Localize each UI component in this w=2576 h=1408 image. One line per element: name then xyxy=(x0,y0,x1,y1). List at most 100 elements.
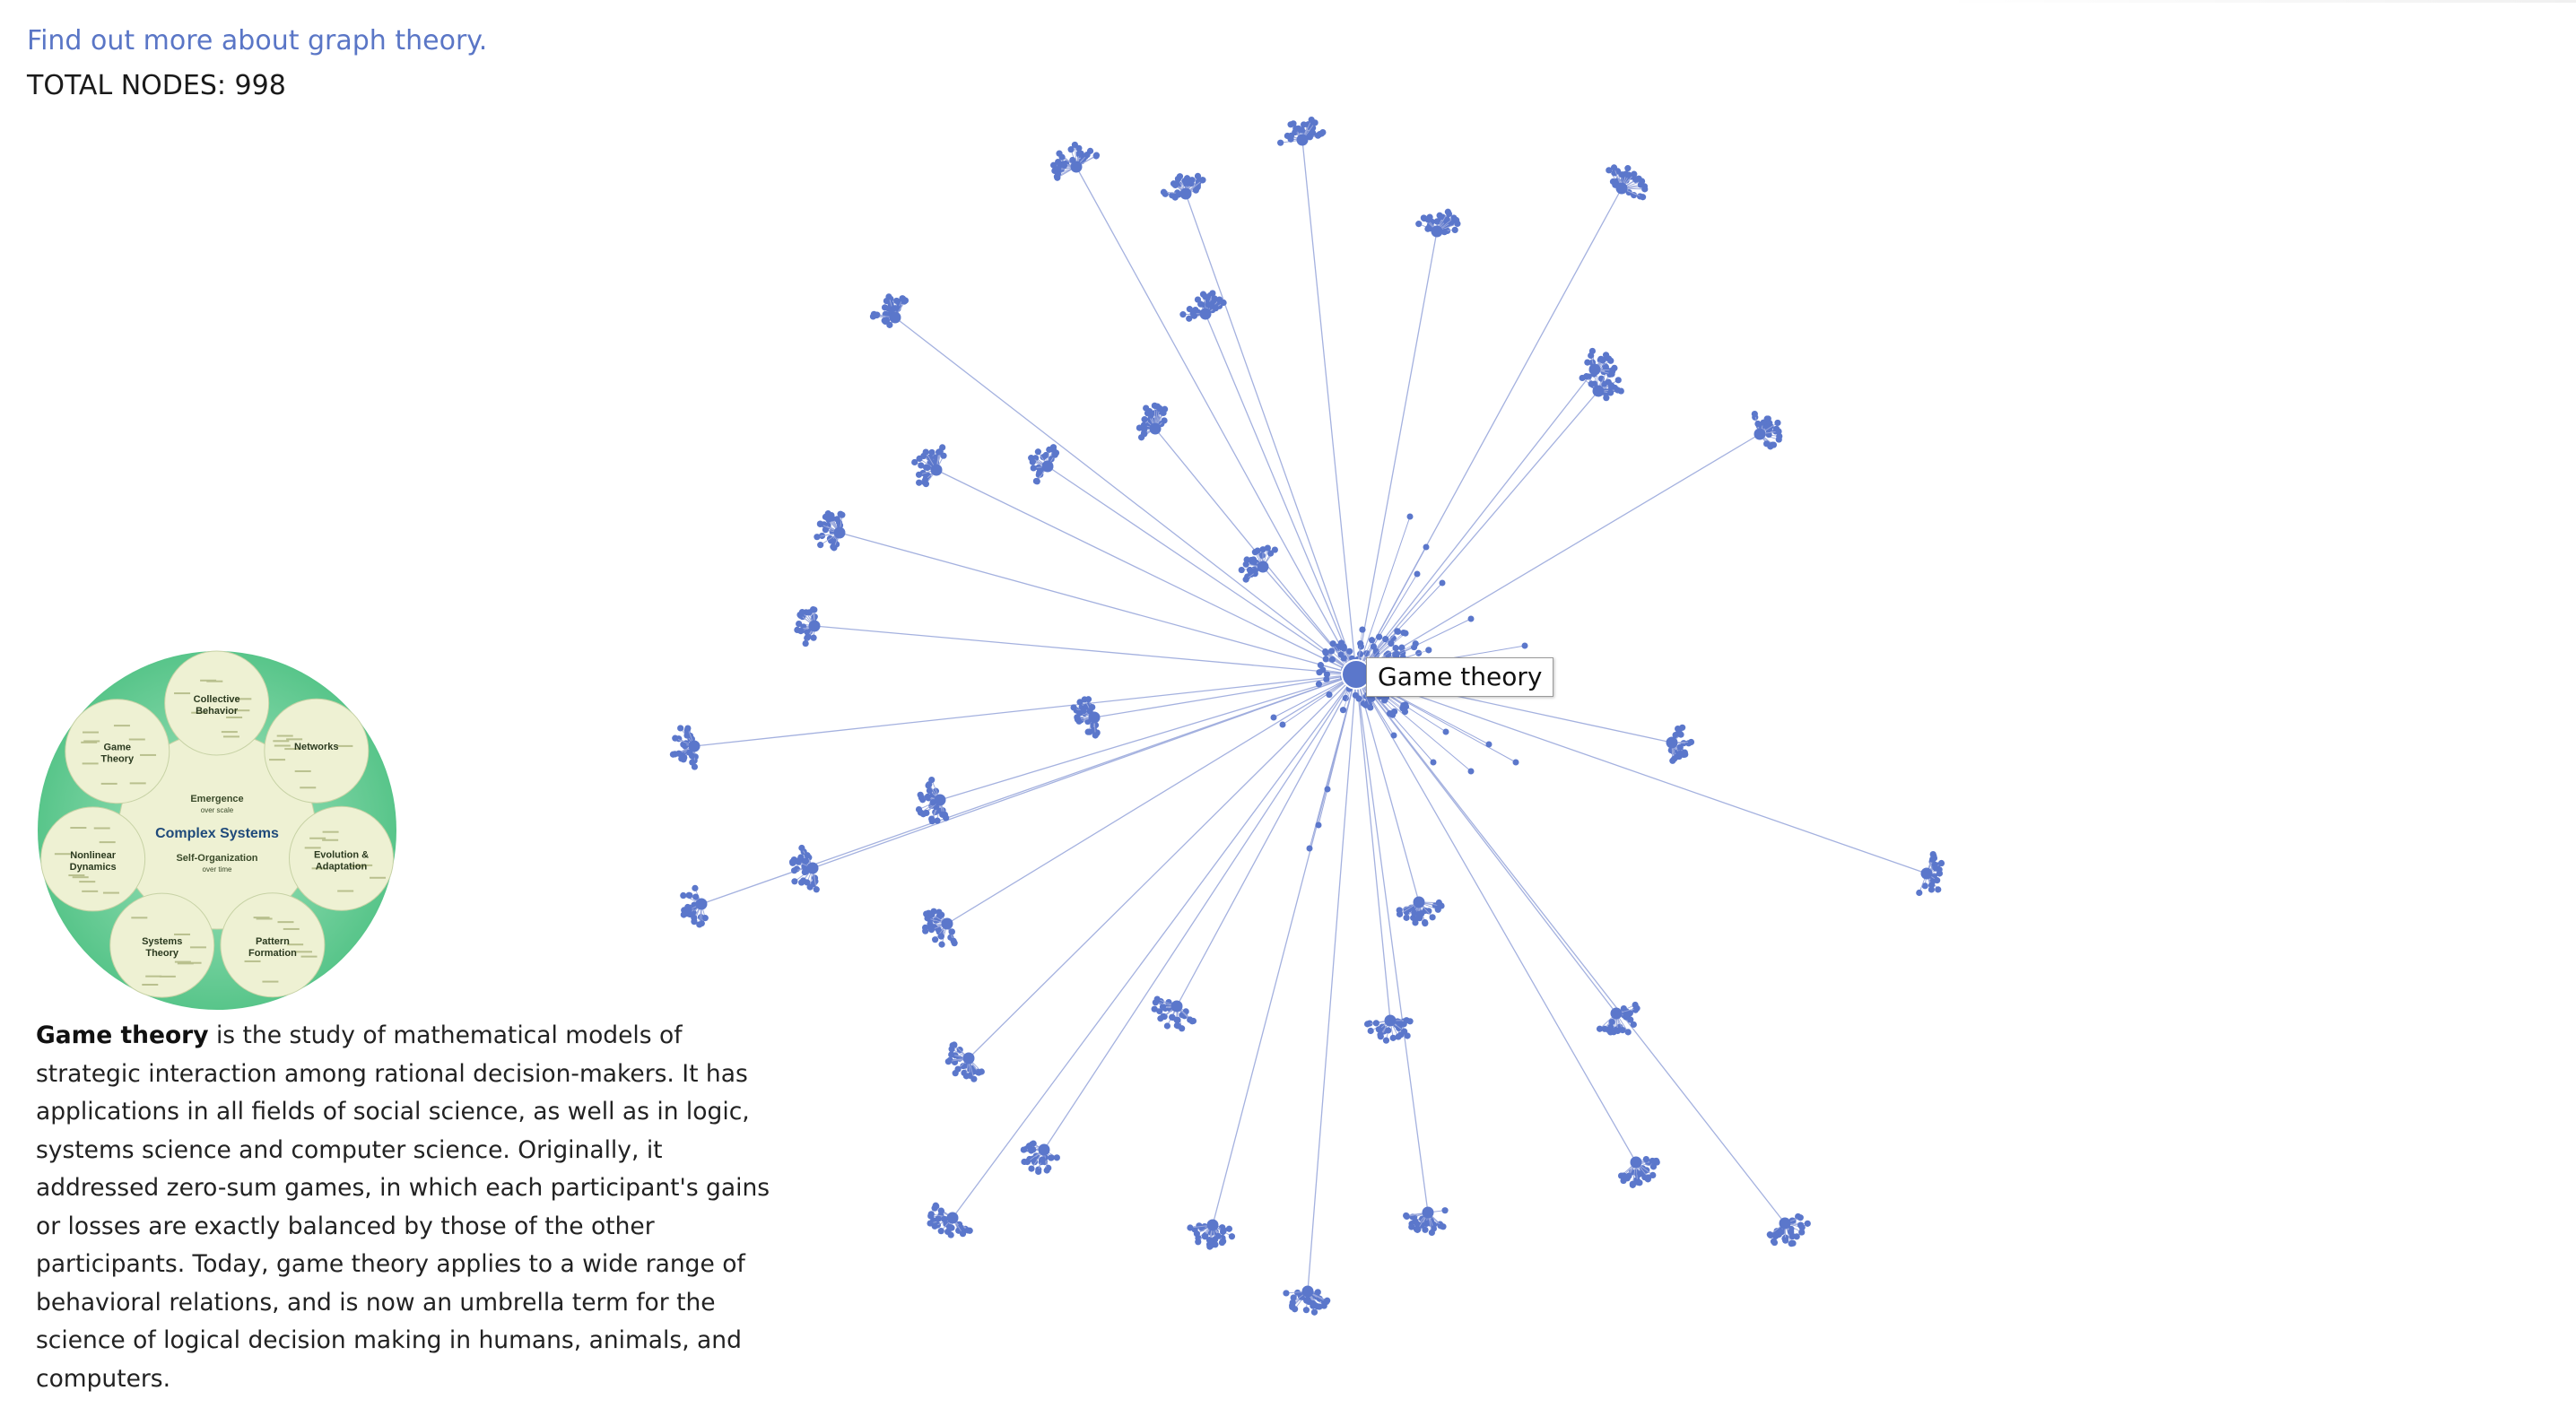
graph-node[interactable] xyxy=(1205,301,1212,309)
graph-node[interactable] xyxy=(1763,423,1771,430)
graph-node[interactable] xyxy=(1186,306,1193,313)
graph-node[interactable] xyxy=(1051,451,1058,458)
graph-node[interactable] xyxy=(669,751,677,758)
graph-node-cluster[interactable] xyxy=(1283,1285,1331,1316)
graph-node[interactable] xyxy=(1046,446,1053,453)
graph-node[interactable] xyxy=(1413,896,1425,908)
graph-node[interactable] xyxy=(1375,1026,1382,1033)
graph-node[interactable] xyxy=(1376,633,1383,640)
graph-node[interactable] xyxy=(1588,352,1595,360)
graph-node[interactable] xyxy=(1270,714,1277,721)
graph-node[interactable] xyxy=(1676,743,1684,751)
graph-node[interactable] xyxy=(1370,643,1378,650)
graph-node[interactable] xyxy=(1677,731,1684,738)
graph-node[interactable] xyxy=(1218,1239,1226,1247)
graph-node[interactable] xyxy=(805,609,813,616)
graph-node[interactable] xyxy=(1403,914,1410,921)
graph-node[interactable] xyxy=(1631,170,1638,178)
graph-node[interactable] xyxy=(1220,299,1227,307)
graph-node[interactable] xyxy=(1607,382,1615,389)
graph-node[interactable] xyxy=(873,311,880,319)
graph-node[interactable] xyxy=(1641,186,1649,193)
graph-node-cluster[interactable] xyxy=(669,725,701,770)
graph-node[interactable] xyxy=(1640,194,1647,201)
graph-node[interactable] xyxy=(1422,918,1429,926)
graph-node[interactable] xyxy=(1584,359,1591,366)
graph-node[interactable] xyxy=(1614,377,1622,384)
graph-node[interactable] xyxy=(1623,1013,1630,1020)
graph-node[interactable] xyxy=(1368,637,1376,644)
graph-node[interactable] xyxy=(1258,552,1266,559)
graph-node[interactable] xyxy=(1412,916,1419,923)
graph-node[interactable] xyxy=(1467,615,1475,622)
graph-node[interactable] xyxy=(1372,1020,1379,1027)
graph-node[interactable] xyxy=(1030,1155,1037,1162)
graph-node-cluster[interactable] xyxy=(1606,164,1649,201)
complex-systems-thumbnail[interactable]: GameTheoryCollectiveBehaviorNetworksEvol… xyxy=(36,649,398,1012)
graph-node[interactable] xyxy=(692,893,700,900)
graph-node[interactable] xyxy=(1624,165,1632,172)
graph-node[interactable] xyxy=(810,634,817,641)
graph-node-cluster[interactable] xyxy=(1363,1014,1414,1044)
graph-node[interactable] xyxy=(1394,628,1401,635)
graph-node[interactable] xyxy=(685,891,692,899)
graph-node[interactable] xyxy=(1392,645,1399,652)
graph-node[interactable] xyxy=(797,628,805,635)
graph-node[interactable] xyxy=(1363,1021,1371,1028)
graph-node[interactable] xyxy=(901,298,908,305)
graph-node[interactable] xyxy=(1315,821,1322,829)
graph-node[interactable] xyxy=(1053,1154,1060,1161)
graph-node[interactable] xyxy=(804,852,811,859)
graph-node-cluster[interactable] xyxy=(915,776,950,825)
graph-node[interactable] xyxy=(938,941,945,948)
graph-node[interactable] xyxy=(1277,139,1284,146)
graph-node[interactable] xyxy=(791,878,798,885)
graph-node[interactable] xyxy=(1328,656,1336,663)
graph-node-cluster[interactable] xyxy=(1916,850,1945,897)
graph-node[interactable] xyxy=(1929,856,1936,863)
graph-node[interactable] xyxy=(1290,1294,1297,1301)
graph-node[interactable] xyxy=(1687,738,1695,746)
graph-node[interactable] xyxy=(1193,1230,1200,1238)
graph-node[interactable] xyxy=(1323,675,1330,683)
graph-node[interactable] xyxy=(975,1069,982,1076)
graph-node[interactable] xyxy=(1296,134,1309,146)
graph-node[interactable] xyxy=(1092,732,1099,739)
graph-node-cluster[interactable] xyxy=(1766,1212,1811,1247)
graph-node[interactable] xyxy=(1220,1227,1227,1234)
graph-node[interactable] xyxy=(922,481,930,488)
graph-node[interactable] xyxy=(889,311,901,324)
graph-node[interactable] xyxy=(675,750,683,757)
graph-node[interactable] xyxy=(1156,404,1163,412)
graph-node[interactable] xyxy=(1089,703,1096,711)
graph-node[interactable] xyxy=(943,1221,950,1228)
graph-node-cluster[interactable] xyxy=(911,444,947,488)
graph-node[interactable] xyxy=(1932,865,1939,872)
graph-node[interactable] xyxy=(1588,363,1601,376)
graph-node[interactable] xyxy=(1614,387,1622,394)
graph-node[interactable] xyxy=(1266,550,1275,557)
graph-node[interactable] xyxy=(1614,1027,1622,1035)
graph-node[interactable] xyxy=(1214,1232,1222,1239)
graph-node[interactable] xyxy=(937,933,944,940)
graph-node[interactable] xyxy=(1199,177,1206,184)
graph-node[interactable] xyxy=(1403,1017,1410,1024)
graph-node[interactable] xyxy=(1174,1022,1181,1030)
graph-node[interactable] xyxy=(1228,1233,1236,1240)
graph-node[interactable] xyxy=(1615,182,1628,195)
graph-node[interactable] xyxy=(1084,696,1092,703)
graph-node-cluster[interactable] xyxy=(869,293,909,328)
graph-node[interactable] xyxy=(1754,420,1762,428)
graph-node[interactable] xyxy=(1179,187,1192,200)
graph-node[interactable] xyxy=(1400,629,1407,637)
graph-node[interactable] xyxy=(1435,899,1442,907)
graph-node[interactable] xyxy=(922,448,929,456)
graph-node[interactable] xyxy=(681,754,688,761)
graph-node[interactable] xyxy=(1797,1221,1805,1229)
graph-node[interactable] xyxy=(1444,208,1451,215)
graph-node[interactable] xyxy=(950,937,957,944)
graph-node[interactable] xyxy=(798,608,805,616)
graph-node[interactable] xyxy=(1770,1238,1778,1245)
graph-node[interactable] xyxy=(1083,151,1091,159)
graph-node[interactable] xyxy=(1422,1206,1434,1219)
